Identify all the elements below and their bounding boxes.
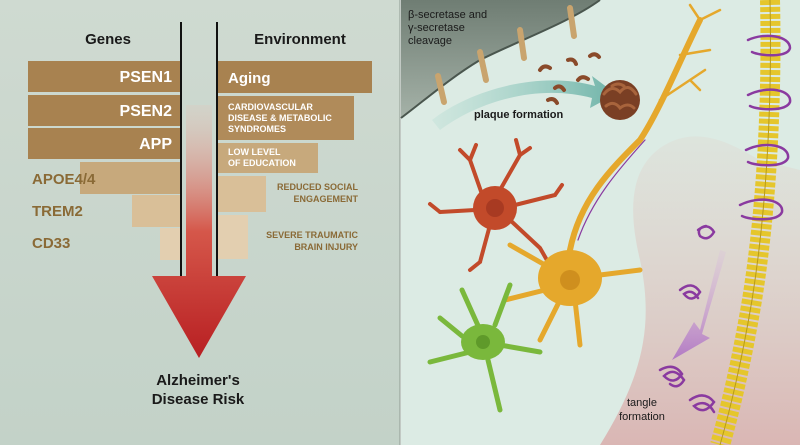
env-bar-social [218,176,266,212]
astrocyte-cell [428,138,564,272]
env-label-education-1: LOW LEVEL [228,147,281,157]
gene-label-trem2: TREM2 [32,203,83,220]
tau-protein [738,198,784,221]
gene-bar-psen1 [28,61,180,92]
env-label-brain-injury-1: SEVERE TRAUMATIC [266,230,358,240]
tau-tangle [658,365,686,388]
tau-tangle [678,284,702,300]
amyloid-fragment [576,75,590,82]
microtubule-core [719,0,771,445]
amyloid-fragment [553,84,566,92]
tau-tangles [658,224,716,414]
microtubule [710,0,781,445]
tau-tangle [696,224,716,240]
plaque-flow-arrow [432,76,616,130]
risk-arrow [152,105,246,358]
app-protein [517,27,527,61]
env-bar-education [218,143,318,173]
environment-bars [218,61,372,259]
tau-proteins [738,34,792,221]
app-protein [435,73,447,105]
gene-bar-apoe4 [80,162,180,194]
risk-result-line2: Disease Risk [152,391,245,408]
gene-label-psen2: PSEN2 [120,103,173,120]
gene-bar-psen2 [28,95,180,126]
amyloid-plaque [600,80,640,120]
astrocyte-nucleus [486,199,504,217]
tangle-flow-arrow [672,250,726,360]
astrocyte-process [513,183,564,207]
tau-protein [746,34,792,57]
amyloid-fragments [538,52,601,105]
neuron-tau-strand [577,139,646,241]
pathology-panel: β-secretase and γ-secretase cleavage pla… [400,0,800,445]
env-label-brain-injury-2: BRAIN INJURY [294,242,358,252]
gene-bar-cd33 [160,228,180,260]
cleavage-label-line3: cleavage [408,35,452,47]
env-label-cardio-3: SYNDROMES [228,124,286,134]
risk-result-line1: Alzheimer's [156,372,240,389]
app-proteins [435,5,577,105]
genes-header: Genes [85,31,131,48]
tangle-formation-label-line2: formation [619,411,665,423]
neuron-axon [567,17,703,253]
env-label-social-2: ENGAGEMENT [293,194,358,204]
env-bar-brain-injury [218,215,248,259]
tau-protein [744,143,790,167]
app-protein [567,5,577,39]
neuron-dendrite [502,242,643,348]
plaque-formation-label: plaque formation [474,109,564,121]
risk-factors-panel: Genes Environment PSEN1 PSEN2 APP APOE [0,0,400,445]
env-label-education-2: OF EDUCATION [228,158,296,168]
cleavage-label-line2: γ-secretase [408,22,465,34]
env-label-cardio-1: CARDIOVASCULAR [228,102,313,112]
env-label-cardio-2: DISEASE & METABOLIC [228,113,332,123]
cell-membrane [401,0,600,118]
neuron-cell [502,3,722,348]
amyloid-fragment [588,52,601,59]
env-bar-cardiovascular [218,96,354,140]
gene-label-cd33: CD33 [32,235,70,252]
amyloid-fragment [566,57,578,66]
gene-label-app: APP [139,136,172,153]
plaque-texture [602,82,638,111]
app-protein [477,49,489,83]
tangle-formation-label-line1: tangle [627,397,657,409]
tau-tangle [688,394,716,414]
env-label-social-1: REDUCED SOCIAL [277,182,359,192]
microglia-nucleus [476,335,490,349]
environment-header: Environment [254,31,346,48]
plaque-core [600,80,640,120]
env-label-aging: Aging [228,70,271,87]
amyloid-fragment [546,97,559,105]
microglia-cell [427,282,543,413]
astrocyte-process [498,138,532,192]
gene-label-apoe4: APOE4/4 [32,171,96,188]
astrocyte-process [468,223,492,272]
astrocyte-process [428,202,477,214]
gene-bar-app [28,128,180,159]
neuron-dendrite [658,3,722,102]
microglia-process [427,282,543,413]
gene-bar-trem2 [132,195,180,227]
tau-protein [746,88,792,111]
neuron-nucleus [560,270,580,290]
genes-bars [28,61,180,260]
amyloid-fragment [538,64,552,72]
gene-label-psen1: PSEN1 [120,69,173,86]
env-bar-aging [218,61,372,93]
cleavage-label-line1: β-secretase and [408,9,487,21]
